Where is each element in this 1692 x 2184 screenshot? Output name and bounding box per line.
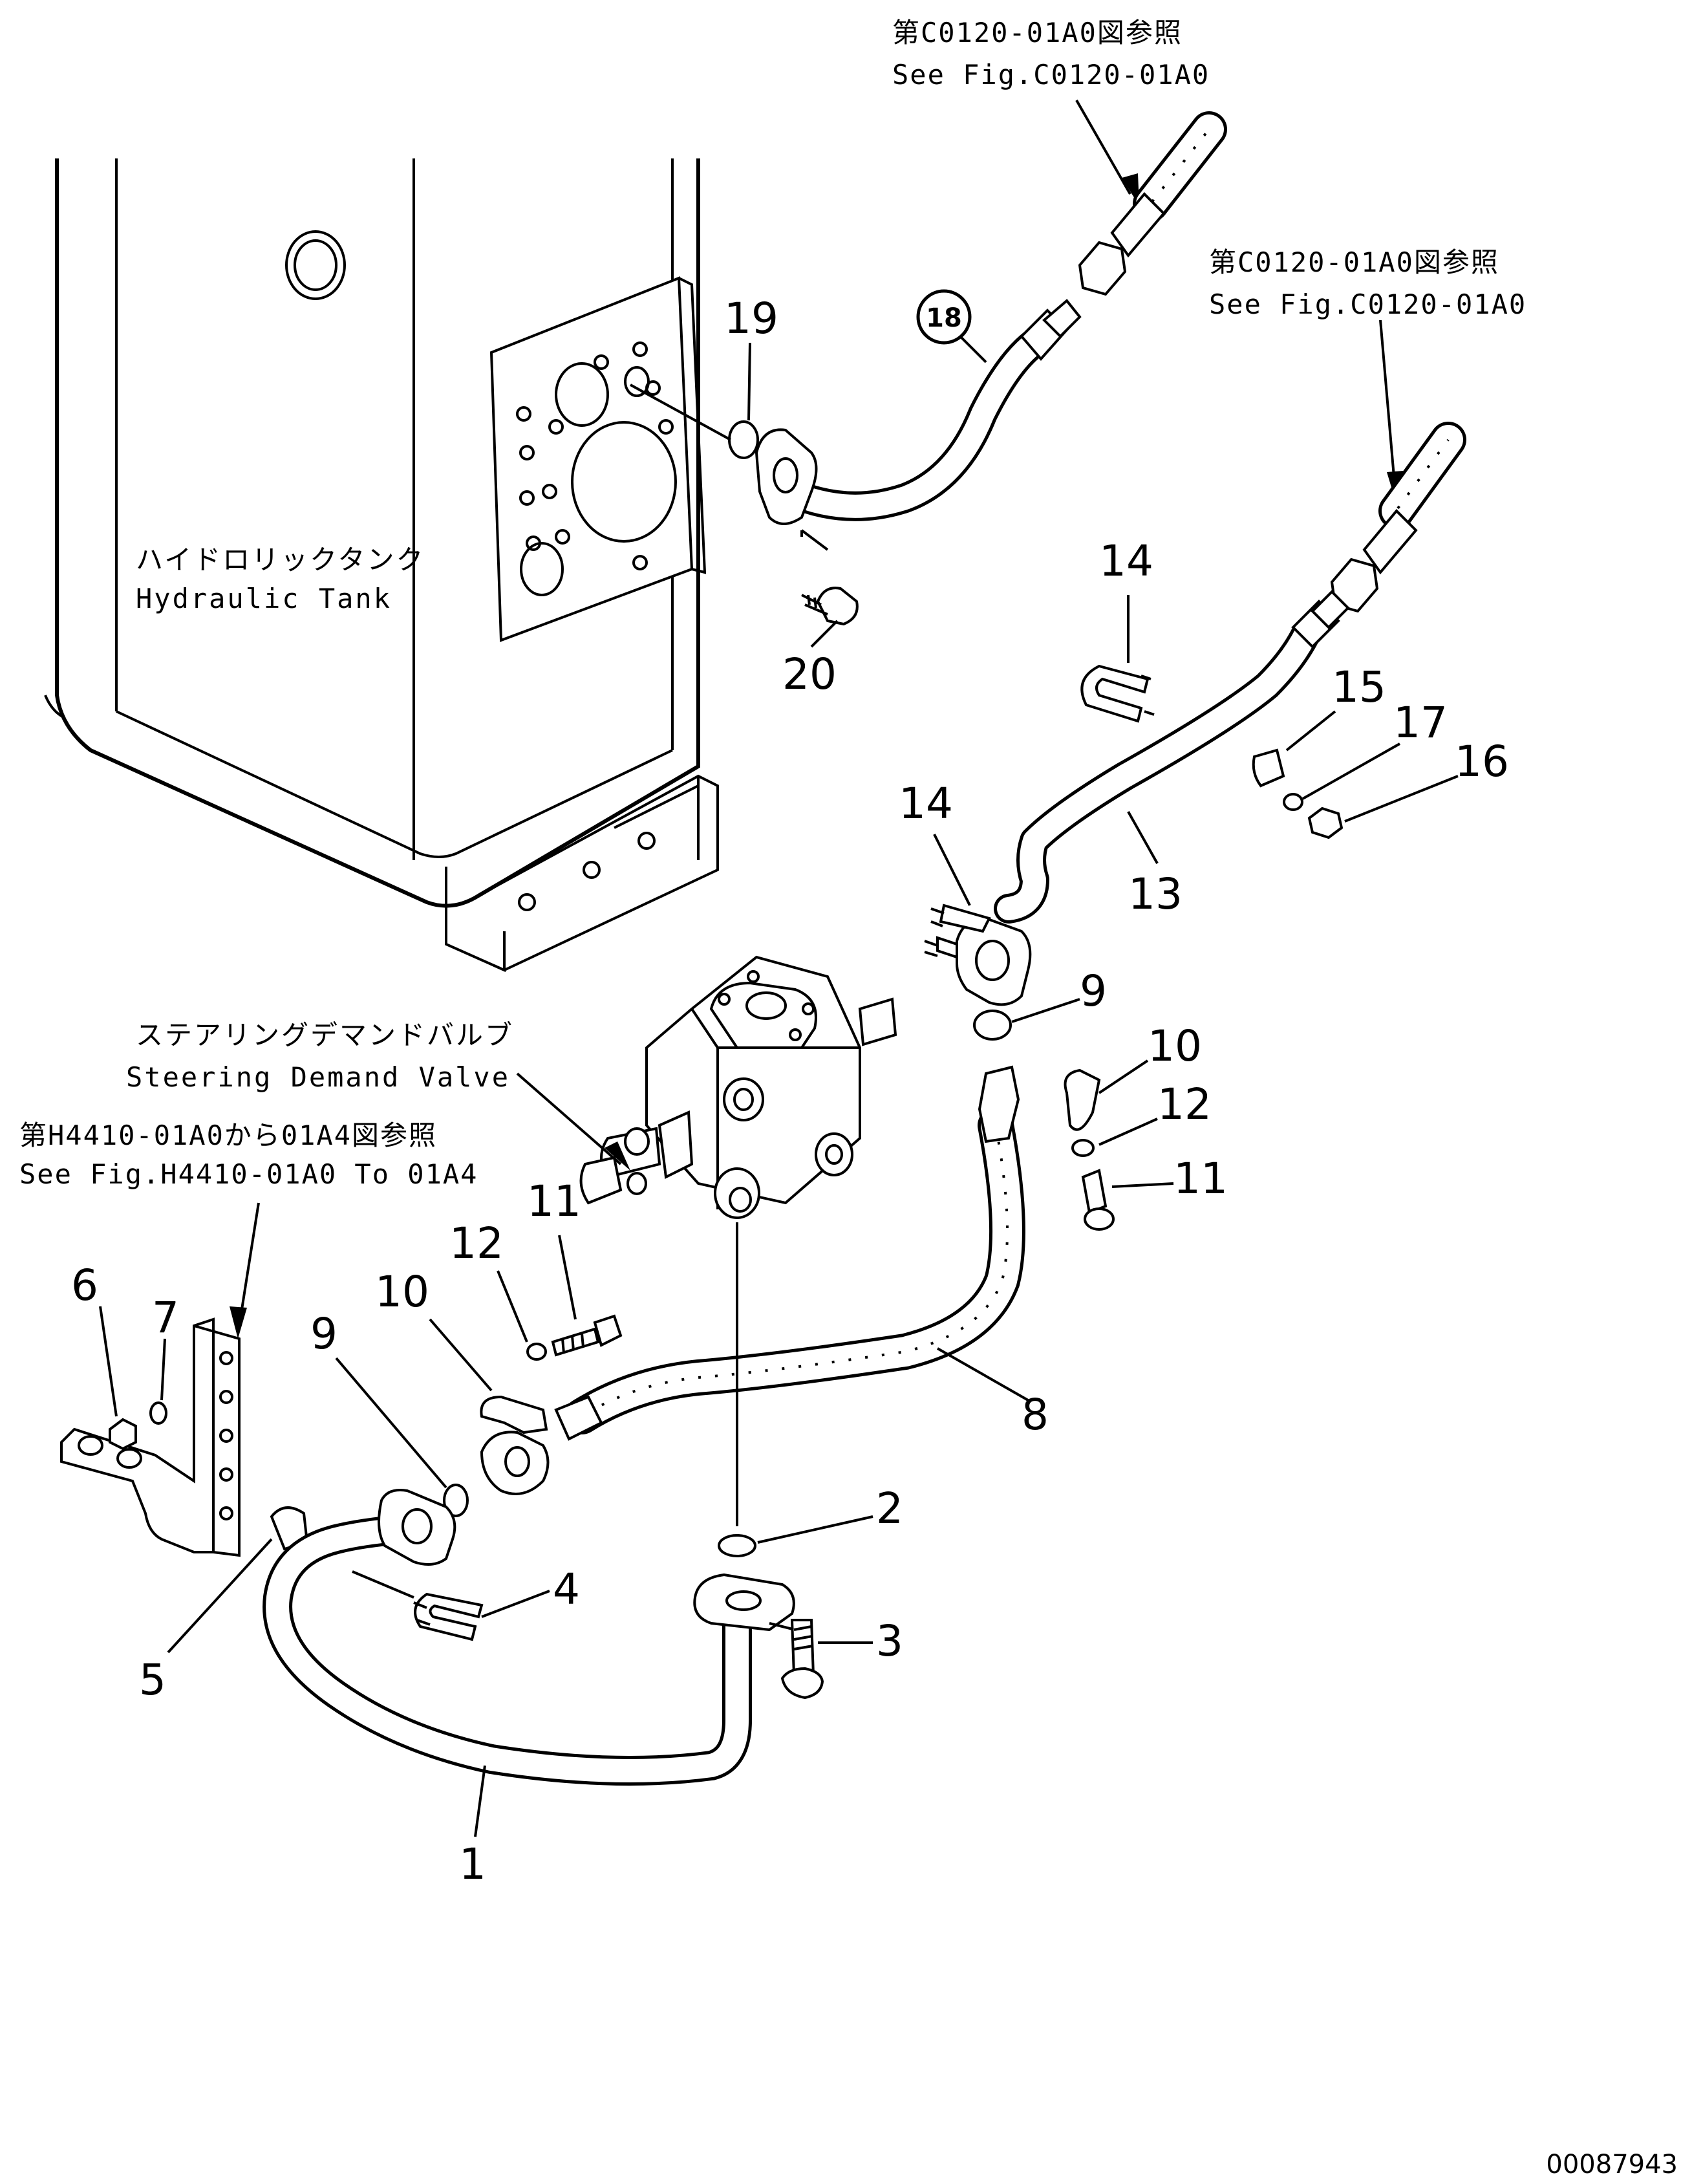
ref-note-top-en: See Fig.C0120-01A0 [892, 59, 1210, 91]
valve-arrowhead [605, 1141, 630, 1171]
flange-8 [480, 1431, 550, 1495]
callout-10-left: 10 [375, 1267, 429, 1317]
callout-7: 7 [152, 1293, 179, 1343]
ref-arrow-top [1075, 100, 1131, 195]
spacer-part-15 [1252, 748, 1285, 788]
callout-10-right: 10 [1148, 1021, 1202, 1071]
hydraulic-tank: ハイドロリックタンク Hydraulic Tank [44, 158, 719, 973]
callout-14-upper: 14 [1099, 536, 1153, 586]
washer-part-7 [149, 1401, 167, 1425]
o-ring-part-2 [718, 1534, 756, 1557]
callout-12-right: 12 [1157, 1079, 1212, 1129]
washer-12-right [1071, 1139, 1095, 1157]
callout-13: 13 [1128, 869, 1183, 919]
bolt-11-left [551, 1314, 623, 1357]
callout-16: 16 [1455, 737, 1509, 786]
ref-note-left-jp: 第H4410-01A0から01A4図参照 [19, 1119, 437, 1151]
upper-hose [1078, 111, 1227, 296]
callout-19: 19 [724, 294, 778, 343]
valve-label-jp: ステアリングデマンドバルブ [136, 1019, 514, 1051]
ref-note-top-jp: 第C0120-01A0図参照 [892, 17, 1183, 49]
split-flange-10-left [480, 1395, 548, 1434]
ref-note-right-en: See Fig.C0120-01A0 [1209, 288, 1526, 320]
ref-arrowhead-left [230, 1306, 247, 1339]
hose-nut-top [1078, 241, 1127, 296]
nut-part-6 [109, 1418, 137, 1451]
nut-part-16 [1307, 806, 1344, 839]
tank-label-en: Hydraulic Tank [136, 583, 392, 614]
right-hose [1330, 422, 1466, 613]
callout-1: 1 [459, 1839, 486, 1889]
tube-part-18 [755, 299, 1082, 551]
washer-part-17 [1283, 793, 1303, 811]
hose-part-8 [480, 1065, 1025, 1495]
callout-5: 5 [139, 1655, 166, 1705]
callout-18: 18 [926, 303, 962, 333]
callout-14-lower: 14 [899, 779, 953, 828]
ref-arrow-left [238, 1202, 260, 1326]
valve-label-en: Steering Demand Valve [126, 1061, 510, 1093]
washer-12-left [526, 1343, 547, 1361]
bolt-part-20 [801, 587, 859, 626]
split-flange-10-right [1064, 1068, 1101, 1131]
steering-demand-valve [579, 955, 897, 1219]
callout-15: 15 [1332, 662, 1386, 712]
callout-12-left: 12 [449, 1218, 504, 1268]
callout-circle-18 [916, 289, 972, 345]
callout-4: 4 [553, 1564, 580, 1614]
callout-11-right: 11 [1173, 1154, 1228, 1204]
callout-17: 17 [1393, 698, 1448, 748]
callout-3: 3 [876, 1616, 903, 1666]
tube-part-13 [924, 590, 1350, 1006]
callout-2: 2 [876, 1484, 903, 1533]
callout-9-right: 9 [1080, 966, 1107, 1016]
ref-arrow-right [1379, 319, 1397, 492]
o-ring-9-right [973, 1010, 1012, 1041]
flange-1-right [693, 1573, 795, 1632]
o-ring-19 [728, 420, 759, 459]
bolt-part-3 [780, 1619, 824, 1700]
tank-label-jp: ハイドロリックタンク [136, 544, 425, 576]
callout-11-left: 11 [527, 1176, 581, 1226]
flange-1-left [378, 1489, 456, 1566]
callout-20: 20 [782, 649, 837, 699]
callout-8: 8 [1022, 1390, 1049, 1440]
tube-part-1 [262, 1489, 797, 1786]
bolt-11-right [1081, 1169, 1108, 1215]
u-bolt-part-4 [413, 1592, 484, 1641]
u-bolt-part-14-upper [1080, 664, 1155, 723]
ref-note-left-en: See Fig.H4410-01A0 To 01A4 [19, 1158, 478, 1190]
document-code: 00087943 [1546, 2150, 1678, 2179]
flange-13 [956, 916, 1032, 1006]
ref-note-right-jp: 第C0120-01A0図参照 [1209, 246, 1499, 278]
callout-9-left: 9 [310, 1309, 337, 1359]
valve-arrow [516, 1072, 622, 1165]
callout-6: 6 [71, 1260, 98, 1310]
flange-18 [755, 428, 818, 525]
o-ring-9-left [443, 1484, 469, 1517]
bracket-assembly [60, 1317, 241, 1557]
